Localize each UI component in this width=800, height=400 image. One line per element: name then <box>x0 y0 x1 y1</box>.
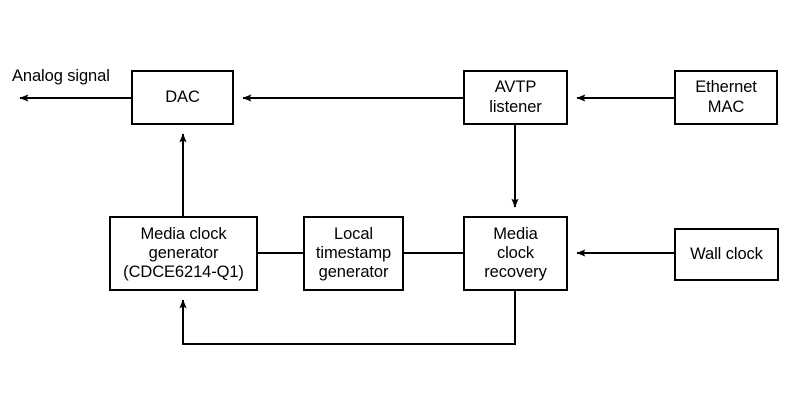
analog-signal-label: Analog signal <box>12 67 110 85</box>
node-wall-clock[interactable]: Wall clock <box>674 228 779 281</box>
node-avtp-listener[interactable]: AVTP listener <box>463 70 568 125</box>
node-media-clock-generator[interactable]: Media clock generator (CDCE6214-Q1) <box>109 216 258 291</box>
node-ethernet-mac[interactable]: Ethernet MAC <box>674 70 778 125</box>
node-local-timestamp-generator[interactable]: Local timestamp generator <box>303 216 404 291</box>
node-media-clock-recovery[interactable]: Media clock recovery <box>463 216 568 291</box>
node-dac[interactable]: DAC <box>131 70 234 125</box>
edge-media-clock-recovery-feedback-to-media-clock-generator <box>179 291 516 345</box>
